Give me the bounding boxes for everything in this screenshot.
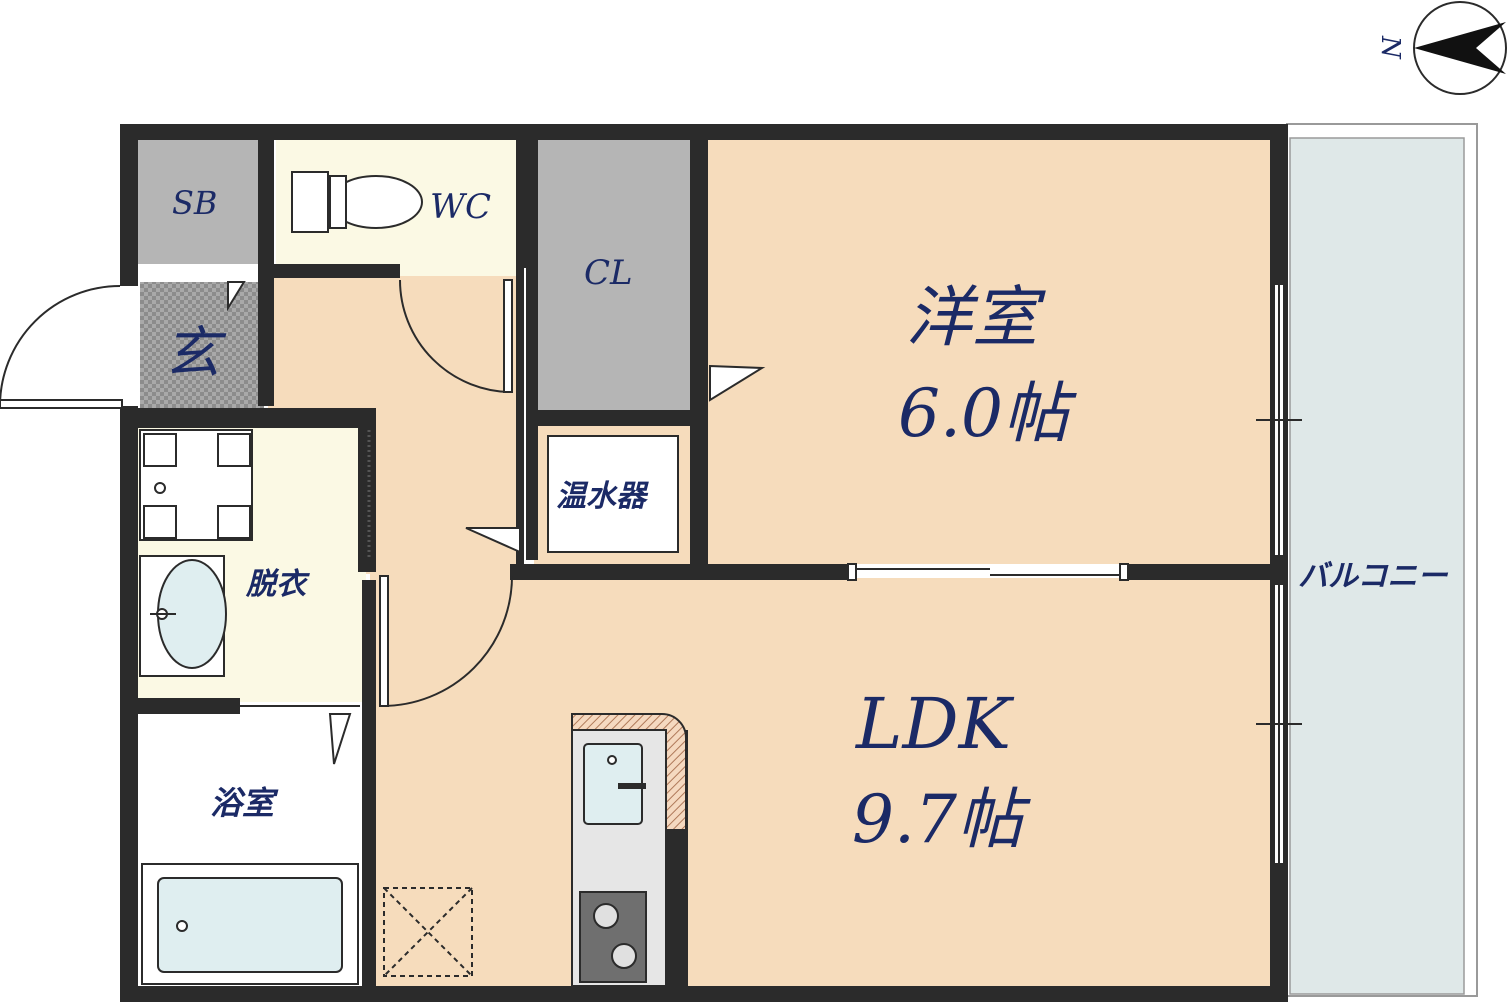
toilet-icon	[291, 171, 423, 233]
kitchen-sink-icon	[583, 743, 646, 825]
compass-north-label: N	[1375, 35, 1405, 60]
room-label-wc: WC	[430, 187, 491, 227]
room-label-dressing: 脱衣	[245, 567, 310, 602]
room-size-ldk: 9.7帖	[852, 781, 1031, 858]
washing-machine-icon	[139, 429, 253, 541]
room-label-water-heater: 温水器	[556, 479, 649, 514]
room-label-bath: 浴室	[210, 784, 279, 822]
washbasin-icon	[139, 555, 227, 677]
stove-icon	[579, 891, 647, 983]
room-label-cl: CL	[584, 253, 633, 293]
doors	[0, 279, 766, 765]
room-size-western: 6.0帖	[898, 375, 1077, 452]
balcony-window	[1256, 283, 1302, 865]
western-room-floor	[708, 138, 1280, 564]
water-heater-box	[547, 435, 679, 553]
room-label-entrance: 玄	[164, 321, 227, 386]
sliding-door-western	[847, 563, 1129, 581]
entrance-tile	[140, 282, 264, 408]
room-label-ldk: LDK	[854, 683, 1015, 765]
bathtub-icon	[141, 863, 359, 985]
room-label-western: 洋室	[906, 279, 1046, 356]
ldk-floor	[370, 572, 1280, 990]
cl-storage	[534, 138, 694, 412]
room-label-sb: SB	[172, 184, 217, 222]
compass-icon: N	[1375, 1, 1507, 95]
balcony-area	[1286, 123, 1478, 997]
sb-storage	[136, 138, 262, 264]
room-label-balcony: バルコニー	[1298, 559, 1448, 594]
fridge-space-icon	[383, 887, 473, 977]
